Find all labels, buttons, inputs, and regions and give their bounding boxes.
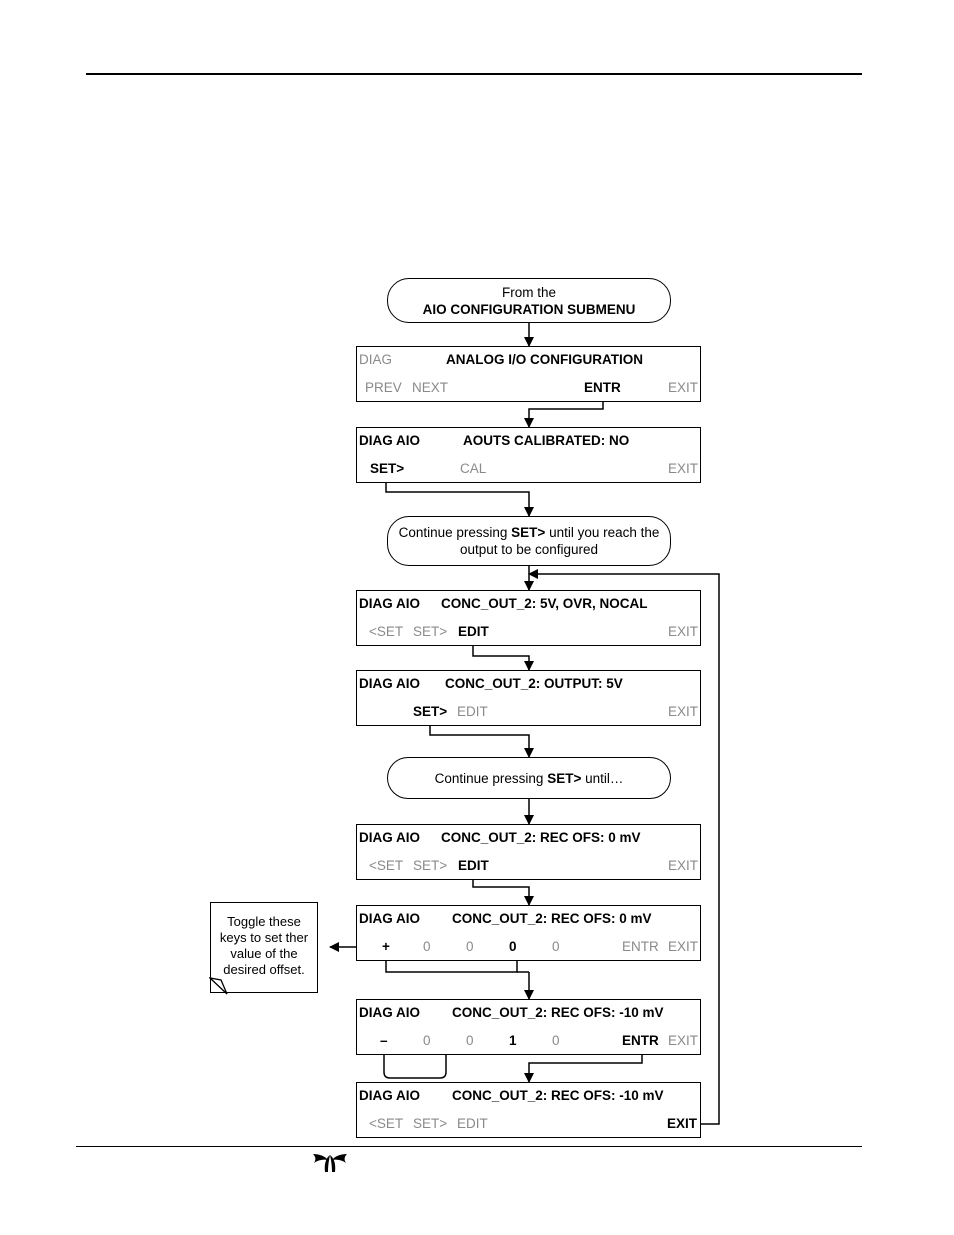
panel7-key-entr[interactable]: ENTR bbox=[622, 1033, 659, 1048]
arrow-edit-to-panel6 bbox=[472, 874, 534, 906]
continue2-post: until… bbox=[581, 770, 624, 786]
panel1-key-prev[interactable]: PREV bbox=[365, 380, 402, 395]
panel-conc-out-2-summary: DIAG AIO CONC_OUT_2: 5V, OVR, NOCAL <SET… bbox=[356, 590, 701, 646]
panel7-key-sign[interactable]: – bbox=[380, 1033, 388, 1048]
continue1-pre: Continue pressing bbox=[398, 525, 512, 540]
panel8-title: CONC_OUT_2: REC OFS: -10 mV bbox=[452, 1088, 664, 1103]
toggle-keys-callout: Toggle these keys to set ther value of t… bbox=[210, 902, 318, 993]
panel3-key-edit[interactable]: EDIT bbox=[458, 624, 489, 639]
panel1-title: ANALOG I/O CONFIGURATION bbox=[446, 352, 643, 367]
panel7-mode: DIAG AIO bbox=[359, 1005, 421, 1020]
panel6-key-entr[interactable]: ENTR bbox=[622, 939, 659, 954]
panel-rec-ofs-edit-0: DIAG AIO CONC_OUT_2: REC OFS: 0 mV + 0 0… bbox=[356, 905, 701, 961]
panel4-key-set[interactable]: SET> bbox=[413, 704, 448, 719]
panel7-title: CONC_OUT_2: REC OFS: -10 mV bbox=[452, 1005, 664, 1020]
start-oval: From the AIO CONFIGURATION SUBMENU bbox=[387, 278, 671, 323]
panel7-key-exit[interactable]: EXIT bbox=[668, 1033, 699, 1048]
panel6-mode: DIAG AIO bbox=[359, 911, 421, 926]
panel6-key-sign[interactable]: + bbox=[382, 939, 390, 954]
arrow-set-to-continue2 bbox=[429, 720, 534, 758]
panel-conc-out-2-output: DIAG AIO CONC_OUT_2: OUTPUT: 5V SET> EDI… bbox=[356, 670, 701, 726]
panel5-key-exit[interactable]: EXIT bbox=[668, 858, 699, 873]
arrow-edit-to-panel4 bbox=[472, 642, 534, 671]
panel8-key-next-set[interactable]: SET> bbox=[413, 1116, 448, 1131]
panel3-key-prev-set[interactable]: <SET bbox=[369, 624, 404, 639]
company-logo-icon bbox=[313, 1154, 347, 1172]
continue1-post: until you reach the bbox=[545, 525, 660, 540]
arrow-exit-loop bbox=[528, 569, 720, 1125]
panel1-key-entr[interactable]: ENTR bbox=[584, 380, 621, 395]
continue-oval-1: Continue pressing SET> until you reach t… bbox=[387, 516, 671, 566]
panel6-key-digit4[interactable]: 0 bbox=[552, 939, 560, 954]
panel8-mode: DIAG AIO bbox=[359, 1088, 421, 1103]
panel7-key-digit4[interactable]: 0 bbox=[552, 1033, 560, 1048]
panel6-key-digit3[interactable]: 0 bbox=[509, 939, 517, 954]
callout-fold-corner bbox=[209, 977, 228, 995]
panel4-mode: DIAG AIO bbox=[359, 676, 421, 691]
panel3-key-next-set[interactable]: SET> bbox=[413, 624, 448, 639]
callout-line4: desired offset. bbox=[223, 962, 305, 977]
panel-aouts-calibrated: DIAG AIO AOUTS CALIBRATED: NO SET> CAL E… bbox=[356, 427, 701, 483]
panel4-title: CONC_OUT_2: OUTPUT: 5V bbox=[445, 676, 623, 691]
continue2-pre: Continue pressing bbox=[434, 770, 548, 786]
panel1-mode: DIAG bbox=[359, 352, 393, 367]
panel2-mode: DIAG AIO bbox=[359, 433, 421, 448]
panel1-key-next[interactable]: NEXT bbox=[412, 380, 449, 395]
continue-oval-1-line1: Continue pressing SET> until you reach t… bbox=[399, 524, 660, 541]
panel7-key-digit2[interactable]: 0 bbox=[466, 1033, 474, 1048]
start-oval-line2: AIO CONFIGURATION SUBMENU bbox=[422, 301, 636, 317]
panel-analog-io-config: DIAG ANALOG I/O CONFIGURATION PREV NEXT … bbox=[356, 346, 701, 402]
panel2-key-cal[interactable]: CAL bbox=[460, 461, 487, 476]
panel8-key-exit[interactable]: EXIT bbox=[667, 1116, 698, 1131]
loop-digit-toggle bbox=[383, 1050, 447, 1079]
arrow-keys-to-panel7 bbox=[385, 957, 529, 999]
panel-rec-ofs-final: DIAG AIO CONC_OUT_2: REC OFS: -10 mV <SE… bbox=[356, 1082, 701, 1138]
arrow-entr-to-panel8 bbox=[524, 1050, 643, 1083]
arrow-set-to-continue bbox=[385, 478, 534, 517]
panel2-title: AOUTS CALIBRATED: NO bbox=[463, 433, 630, 448]
panel2-key-exit[interactable]: EXIT bbox=[668, 461, 699, 476]
panel1-key-exit[interactable]: EXIT bbox=[668, 380, 699, 395]
callout-line3: value of the bbox=[230, 946, 298, 961]
panel3-key-exit[interactable]: EXIT bbox=[668, 624, 699, 639]
panel2-key-set[interactable]: SET> bbox=[370, 461, 405, 476]
panel5-mode: DIAG AIO bbox=[359, 830, 421, 845]
panel7-key-digit1[interactable]: 0 bbox=[423, 1033, 431, 1048]
panel8-key-prev-set[interactable]: <SET bbox=[369, 1116, 404, 1131]
panel5-key-edit[interactable]: EDIT bbox=[458, 858, 489, 873]
panel-rec-ofs-view: DIAG AIO CONC_OUT_2: REC OFS: 0 mV <SET … bbox=[356, 824, 701, 880]
panel6-key-digit2[interactable]: 0 bbox=[466, 939, 474, 954]
panel3-title: CONC_OUT_2: 5V, OVR, NOCAL bbox=[441, 596, 648, 611]
start-oval-line1: From the bbox=[501, 284, 556, 300]
callout-line2: keys to set ther bbox=[219, 930, 309, 945]
panel6-title: CONC_OUT_2: REC OFS: 0 mV bbox=[452, 911, 652, 926]
footer-rule bbox=[76, 1146, 862, 1147]
panel5-title: CONC_OUT_2: REC OFS: 0 mV bbox=[441, 830, 641, 845]
continue-oval-1-line2: output to be configured bbox=[459, 542, 599, 557]
continue1-key: SET> bbox=[511, 525, 546, 540]
arrow-entr-to-panel2 bbox=[524, 401, 604, 428]
header-rule bbox=[86, 73, 862, 75]
continue2-key: SET> bbox=[547, 770, 582, 786]
panel6-key-exit[interactable]: EXIT bbox=[668, 939, 699, 954]
panel4-key-exit[interactable]: EXIT bbox=[668, 704, 699, 719]
panel3-mode: DIAG AIO bbox=[359, 596, 421, 611]
panel5-key-next-set[interactable]: SET> bbox=[413, 858, 448, 873]
continue-oval-2: Continue pressing SET> until… bbox=[387, 757, 671, 799]
panel4-key-edit[interactable]: EDIT bbox=[457, 704, 488, 719]
panel-rec-ofs-edit-minus10: DIAG AIO CONC_OUT_2: REC OFS: -10 mV – 0… bbox=[356, 999, 701, 1055]
panel7-key-digit3[interactable]: 1 bbox=[509, 1033, 517, 1048]
panel6-key-digit1[interactable]: 0 bbox=[423, 939, 431, 954]
panel8-key-edit[interactable]: EDIT bbox=[457, 1116, 488, 1131]
panel5-key-prev-set[interactable]: <SET bbox=[369, 858, 404, 873]
continue-oval-2-line1: Continue pressing SET> until… bbox=[435, 770, 624, 787]
callout-line1: Toggle these bbox=[227, 914, 301, 929]
